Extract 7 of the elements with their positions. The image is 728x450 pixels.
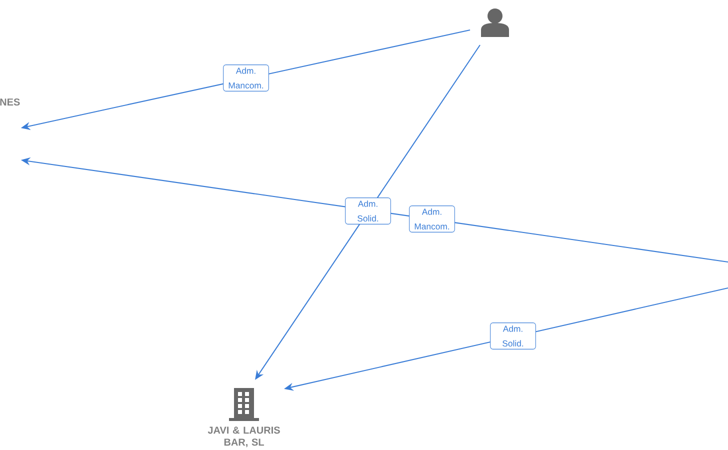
- company-name: JAVI & LAURIS BAR, SL: [208, 426, 280, 448]
- company-name: NES: [0, 98, 20, 106]
- edge-label: Adm. Mancom.: [223, 64, 269, 92]
- person-icon: [481, 8, 509, 37]
- edge-label: Adm. Mancom.: [409, 206, 455, 232]
- edge-label: Adm. Solid.: [345, 198, 391, 224]
- edge-label: Adm. Solid.: [490, 322, 536, 350]
